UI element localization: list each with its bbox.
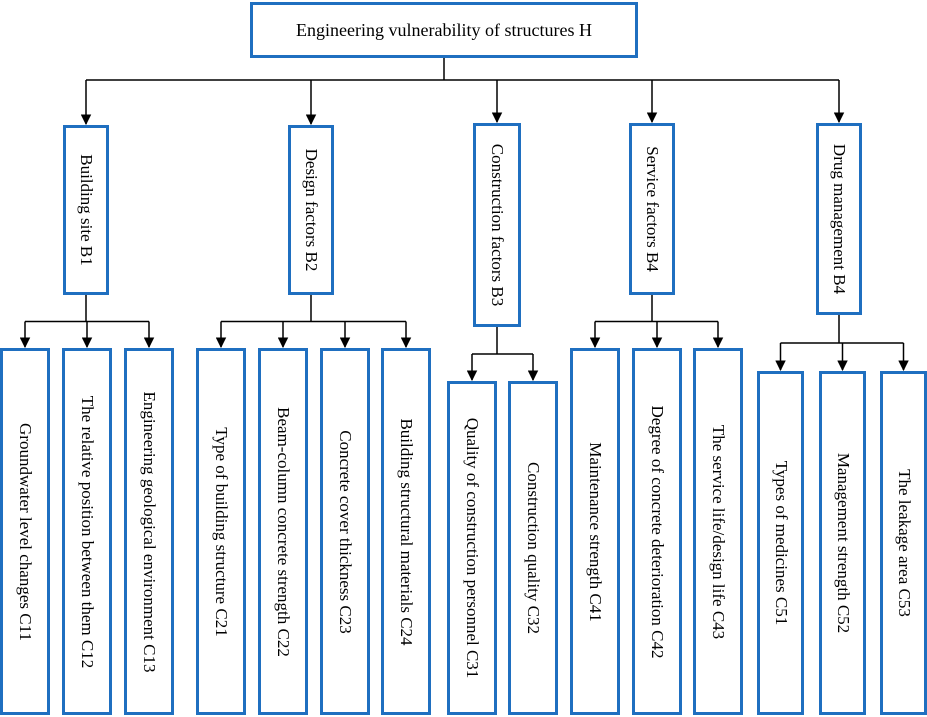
criterion-construction-factors: Construction factors B3 bbox=[473, 123, 521, 327]
indicator-label: Degree of concrete deterioration C42 bbox=[648, 405, 667, 658]
indicator-c13: Engineering geological environment C13 bbox=[124, 348, 174, 715]
indicator-label: Maintenance strength C41 bbox=[586, 441, 605, 622]
indicator-label: Quality of construction personnel C31 bbox=[463, 417, 482, 679]
indicator-label: Types of medicines C51 bbox=[771, 460, 791, 626]
indicator-c23: Concrete cover thickness C23 bbox=[320, 348, 370, 715]
indicator-c32: Construction quality C32 bbox=[508, 381, 558, 715]
criterion-label: Service factors B4 bbox=[643, 146, 662, 272]
criterion-design-factors: Design factors B2 bbox=[288, 125, 334, 295]
indicator-c42: Degree of concrete deterioration C42 bbox=[632, 348, 682, 715]
indicator-label: Type of building structure C21 bbox=[212, 426, 231, 637]
indicator-c22: Beam-column concrete strength C22 bbox=[258, 348, 308, 715]
indicator-c11: Groundwater level changes C11 bbox=[0, 348, 50, 715]
indicator-c51: Types of medicines C51 bbox=[757, 371, 804, 715]
indicator-label: Construction quality C32 bbox=[524, 462, 543, 634]
criterion-label: Drug management B4 bbox=[830, 143, 849, 295]
criterion-label: Building site B1 bbox=[77, 154, 96, 266]
indicator-label: The service life/design life C43 bbox=[709, 424, 728, 639]
criterion-label: Construction factors B3 bbox=[488, 143, 507, 307]
indicator-c41: Maintenance strength C41 bbox=[570, 348, 620, 715]
criterion-building-site: Building site B1 bbox=[63, 125, 109, 295]
indicator-c24: Building structural materials C24 bbox=[381, 348, 431, 715]
indicator-c43: The service life/design life C43 bbox=[693, 348, 743, 715]
indicator-label: Building structural materials C24 bbox=[397, 417, 416, 646]
indicator-c52: Management strength C52 bbox=[819, 371, 866, 715]
indicator-label: Groundwater level changes C11 bbox=[16, 422, 35, 641]
indicator-label: Engineering geological environment C13 bbox=[140, 391, 159, 672]
root-node-label: Engineering vulnerability of structures … bbox=[296, 19, 592, 40]
criterion-drug-management: Drug management B4 bbox=[816, 123, 862, 315]
indicator-c31: Quality of construction personnel C31 bbox=[447, 381, 497, 715]
indicator-c21: Type of building structure C21 bbox=[196, 348, 246, 715]
criterion-label: Design factors B2 bbox=[302, 148, 321, 272]
indicator-c53: The leakage area C53 bbox=[880, 371, 927, 715]
indicator-c12: The relative position between them C12 bbox=[62, 348, 112, 715]
indicator-label: The relative position between them C12 bbox=[78, 395, 97, 668]
indicator-label: The leakage area C53 bbox=[894, 469, 914, 617]
criterion-service-factors: Service factors B4 bbox=[629, 123, 675, 295]
indicator-label: Beam-column concrete strength C22 bbox=[274, 406, 293, 657]
indicator-label: Concrete cover thickness C23 bbox=[336, 429, 355, 634]
indicator-label: Management strength C52 bbox=[833, 452, 853, 634]
root-node: Engineering vulnerability of structures … bbox=[250, 2, 638, 58]
